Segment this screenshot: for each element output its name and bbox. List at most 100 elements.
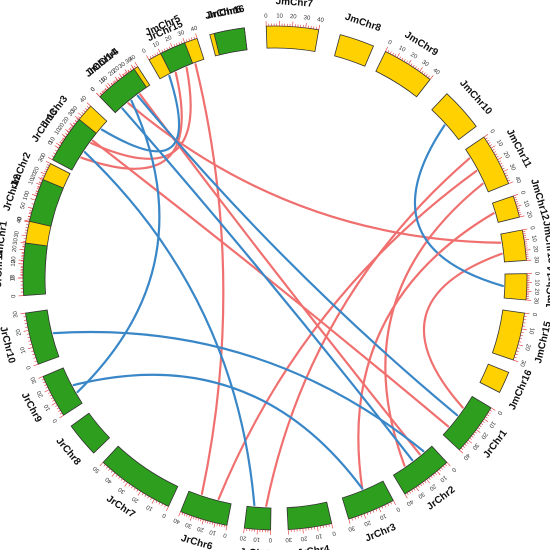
tick-mark [381,506,384,509]
tick-mark [399,56,401,60]
tick-mark [518,211,521,214]
tick-label: 40 [461,452,470,461]
tick-label: 40 [79,95,88,104]
tick-mark [59,141,63,144]
tick-mark [32,353,35,356]
tick-mark [102,90,105,93]
tick-mark [521,331,524,333]
tick-mark [406,60,408,64]
tick-mark [351,517,353,521]
tick-mark [410,63,413,66]
chromosome-block-jrchr11 [22,242,48,297]
tick-mark [524,238,530,241]
tick-label: 10 [253,536,261,542]
tick-mark [158,502,161,505]
synteny-link-red [384,182,484,467]
chromosome-label-jrchr6: JrChr6 [180,533,214,550]
tick-mark [38,376,44,379]
tick-label: 30 [30,375,38,384]
tick-mark [176,43,178,46]
tick-mark [55,405,58,407]
chromosome-block-jrchr12 [28,179,64,227]
tick-mark [51,402,57,406]
tick-mark [211,522,214,525]
tick-mark [488,142,491,144]
tick-mark [50,397,54,400]
tick-mark [173,44,176,47]
tick-label: 0 [90,86,97,93]
tick-mark [47,164,50,166]
tick-mark [384,504,387,508]
synteny-link-red [90,66,192,160]
tick-label: 20 [531,246,538,254]
tick-mark [489,144,492,147]
tick-label: 10 [152,41,161,50]
tick-mark [521,328,527,331]
tick-mark [100,92,103,95]
tick-mark [389,51,392,55]
tick-label: 0 [331,529,336,536]
tick-mark [122,73,125,77]
tick-label: 30 [118,61,127,70]
tick-mark [496,155,499,158]
tick-mark [69,127,72,130]
synteny-link-red [422,252,503,409]
chromosome-label-jmchr1: JmChr1 [0,220,10,259]
tick-label: 30 [38,154,47,163]
tick-mark [133,487,136,491]
tick-mark [56,146,59,149]
tick-mark [51,155,55,158]
chromosome-block-jmchr12 [491,195,520,223]
tick-label: 30 [347,524,356,532]
tick-mark [37,186,40,188]
tick-mark [513,196,517,199]
tick-label: 20 [427,482,436,491]
tick-label: 0 [17,216,24,221]
chromosome-block-jrchr8 [70,412,111,454]
tick-label: 0 [90,86,97,93]
synteny-link-red [80,71,183,170]
tick-mark [188,515,190,518]
tick-mark [158,48,161,54]
tick-mark [56,407,60,410]
tick-mark [442,465,445,468]
tick-mark [59,142,62,144]
tick-label: 40 [16,216,23,224]
tick-mark [331,523,334,529]
tick-mark [464,443,467,446]
tick-label: 20 [57,122,66,131]
tick-mark [115,79,118,82]
tick-mark [505,175,508,177]
tick-mark [161,49,164,53]
tick-label: 10 [20,345,28,354]
tick-label: 10 [48,136,57,145]
synteny-link-red [91,139,450,428]
tick-mark [513,359,519,362]
tick-label: 0 [141,48,147,55]
tick-mark [134,65,136,69]
tick-mark [118,476,121,479]
tick-mark [403,59,406,62]
tick-label: 20 [112,65,121,74]
tick-mark [85,108,88,111]
tick-mark [472,433,476,436]
tick-mark [486,139,490,142]
tick-mark [62,137,65,140]
tick-label: 10 [43,402,52,411]
tick-label: 0 [394,505,400,512]
tick-mark [499,162,503,165]
tick-mark [483,418,489,422]
tick-mark [460,447,464,450]
tick-mark [519,338,523,340]
tick-mark [471,435,474,438]
chromosome-label-jrchr10: JrChr10 [0,325,17,365]
tick-mark [444,463,447,467]
tick-mark [516,350,519,352]
tick-mark [27,218,30,220]
tick-mark [52,399,55,402]
tick-mark [506,177,510,180]
tick-mark [328,524,330,527]
chromosome-block-jmchr8 [334,34,374,67]
tick-mark [514,199,518,201]
chromosome-block-jrchr13 [51,118,97,171]
